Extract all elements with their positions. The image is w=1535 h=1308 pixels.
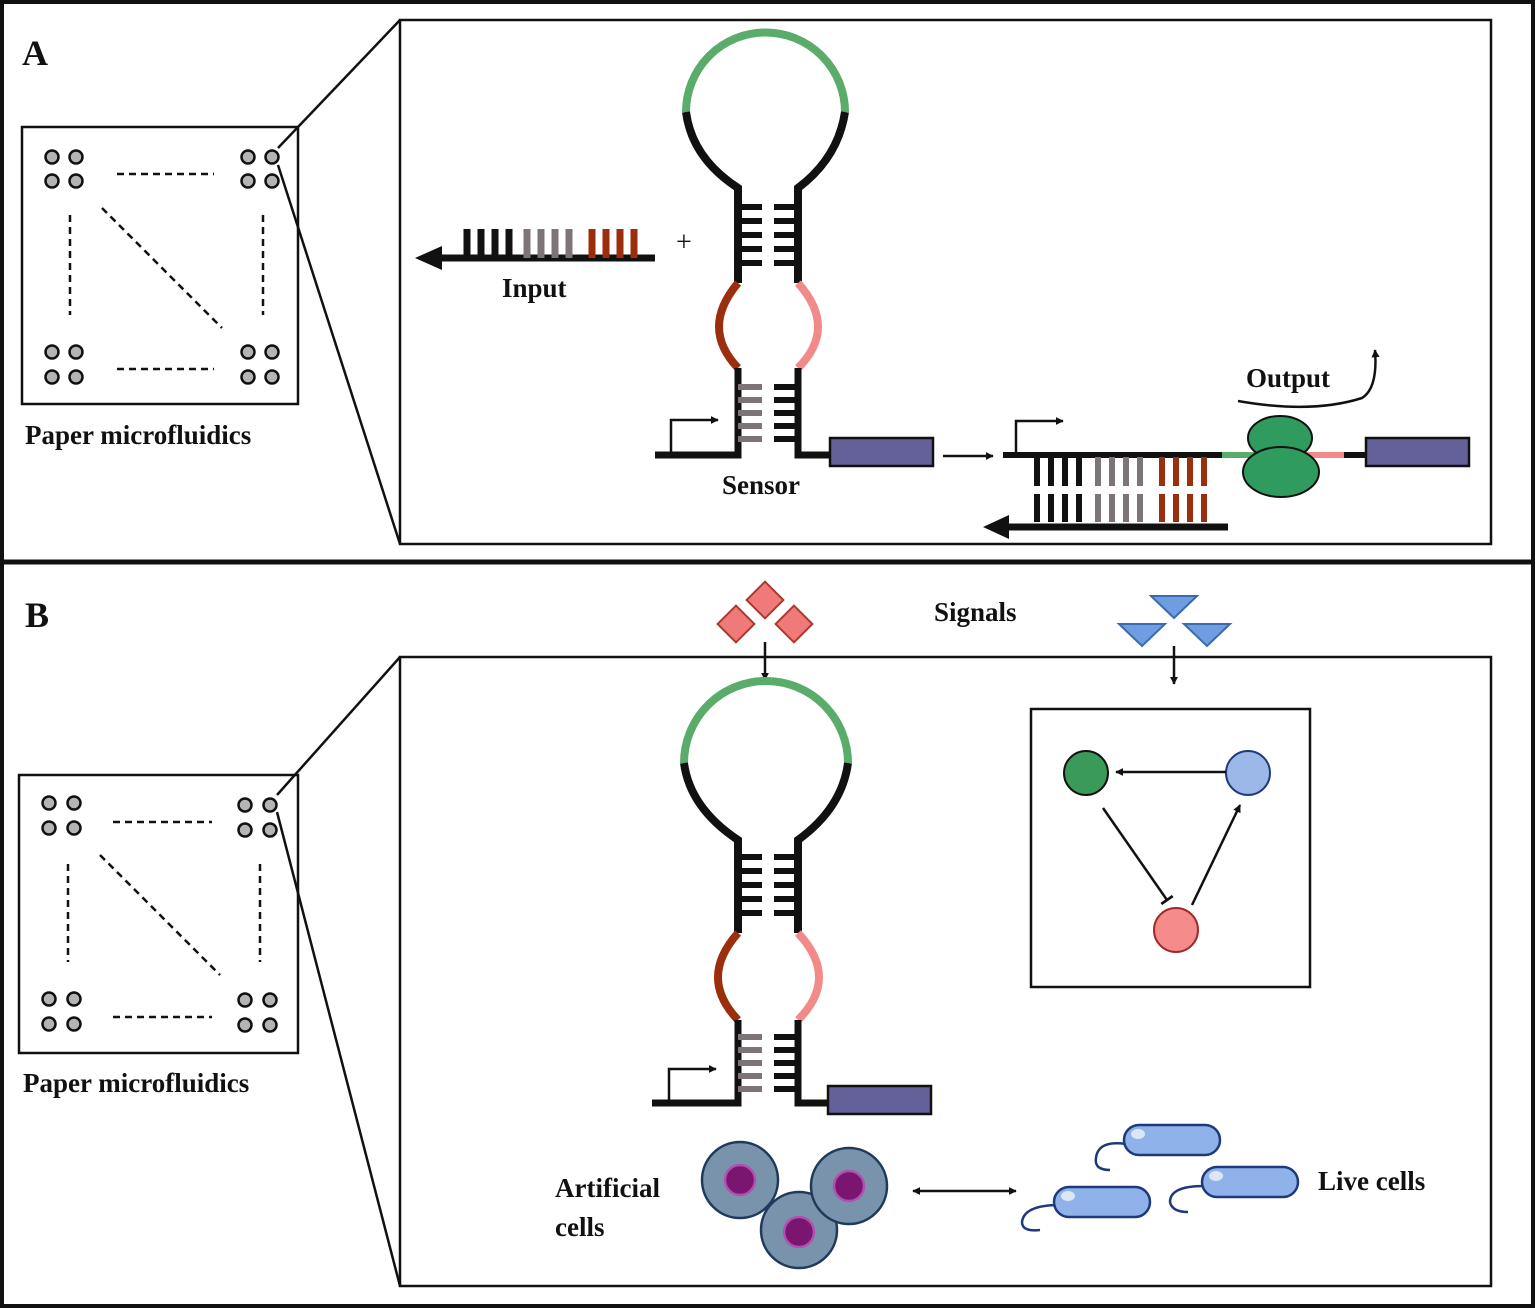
- artificial-cells: [700, 1140, 889, 1270]
- live-cells: [1020, 1123, 1300, 1232]
- well-cluster: [44, 149, 280, 385]
- signals-label: Signals: [934, 597, 1017, 627]
- input-label: Input: [502, 273, 567, 303]
- activated-switch-complex: [983, 417, 1368, 539]
- zoom-line-bottom: [276, 164, 402, 545]
- artificial-cells-label-line2: cells: [555, 1212, 604, 1242]
- signal-diamonds: [716, 580, 814, 644]
- output-label: Output: [1246, 363, 1330, 393]
- zoom-box-a: [398, 18, 1493, 546]
- network-node-blue: [1225, 750, 1271, 796]
- zoom-box-b: [398, 655, 1493, 1288]
- gene-network: [1063, 750, 1271, 953]
- activation-pink-to-blue: [1190, 804, 1242, 906]
- chip-label-b: Paper microfluidics: [23, 1068, 249, 1098]
- chip-label-a: Paper microfluidics: [25, 420, 251, 450]
- artificial-cells-label-line1: Artificial: [555, 1173, 660, 1203]
- zoom-line-top: [277, 19, 401, 149]
- zoom-line-bottom-b: [275, 811, 402, 1287]
- reporter-gene-a: [828, 436, 935, 468]
- network-node-pink: [1153, 907, 1199, 953]
- channel-lines: [68, 172, 265, 371]
- plus-sign: +: [676, 227, 692, 258]
- promoter-arrow-b: [667, 1065, 717, 1103]
- panel-a: A Paper microfluidics: [20, 18, 1493, 546]
- promoter-arrow-a: [669, 416, 719, 455]
- paper-chip-b: [17, 773, 300, 1055]
- toehold-switch-b: [652, 677, 852, 1107]
- reporter-gene-b: [826, 1084, 933, 1116]
- output-arrow: [1237, 349, 1380, 409]
- panel-b-label: B: [25, 595, 49, 635]
- live-cells-label: Live cells: [1318, 1166, 1425, 1196]
- input-rna-strand: [415, 229, 655, 270]
- panel-b: B Paper microfluidics: [17, 580, 1493, 1288]
- reporter-gene-a2: [1364, 436, 1471, 468]
- network-node-green: [1063, 750, 1109, 796]
- zoom-line-top-b: [276, 656, 401, 796]
- toehold-switch-a: [655, 28, 849, 459]
- repression-green-to-pink: [1101, 807, 1174, 906]
- paper-chip-a: [20, 125, 300, 406]
- signal-triangles: [1116, 595, 1233, 648]
- ribosome: [1242, 415, 1320, 498]
- panel-a-label: A: [22, 33, 48, 73]
- sensor-label: Sensor: [722, 470, 800, 500]
